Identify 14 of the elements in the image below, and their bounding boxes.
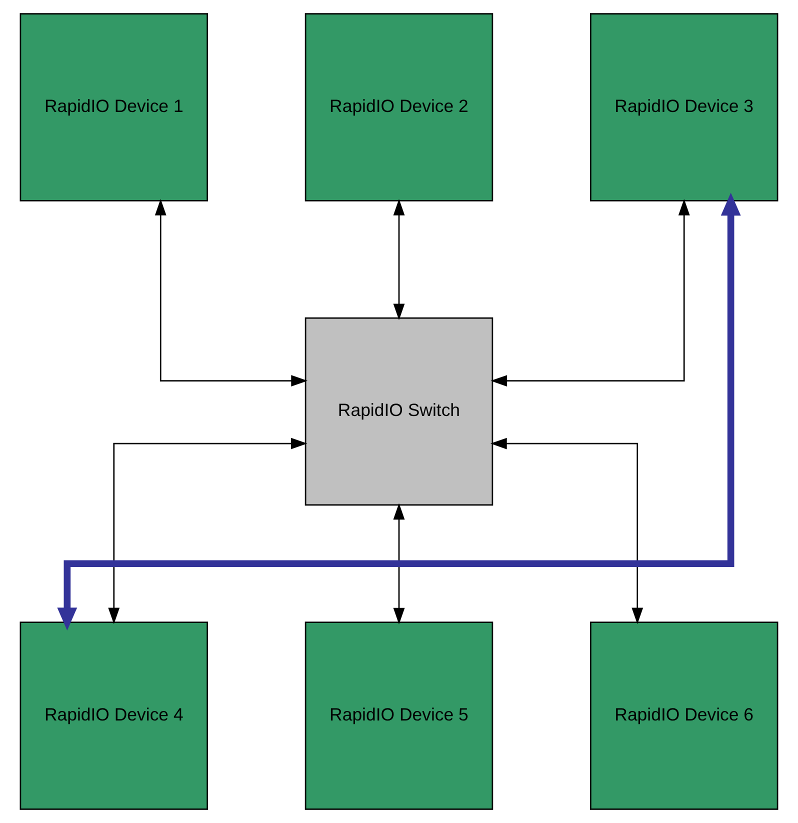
node-box: RapidIO Device 3 — [590, 13, 778, 202]
node-box: RapidIO Device 2 — [304, 13, 494, 202]
node-box: RapidIO Device 5 — [304, 622, 494, 810]
arrow — [490, 198, 690, 387]
node-box: RapidIO Device 1 — [20, 13, 208, 202]
arrow — [393, 503, 405, 624]
arrow — [57, 192, 741, 630]
arrow — [393, 198, 405, 320]
arrow — [108, 438, 308, 624]
node-box: RapidIO Switch — [304, 317, 494, 506]
node-box: RapidIO Device 6 — [590, 622, 778, 810]
arrow — [154, 198, 308, 387]
node-box: RapidIO Device 4 — [20, 622, 208, 810]
arrow — [490, 438, 644, 624]
